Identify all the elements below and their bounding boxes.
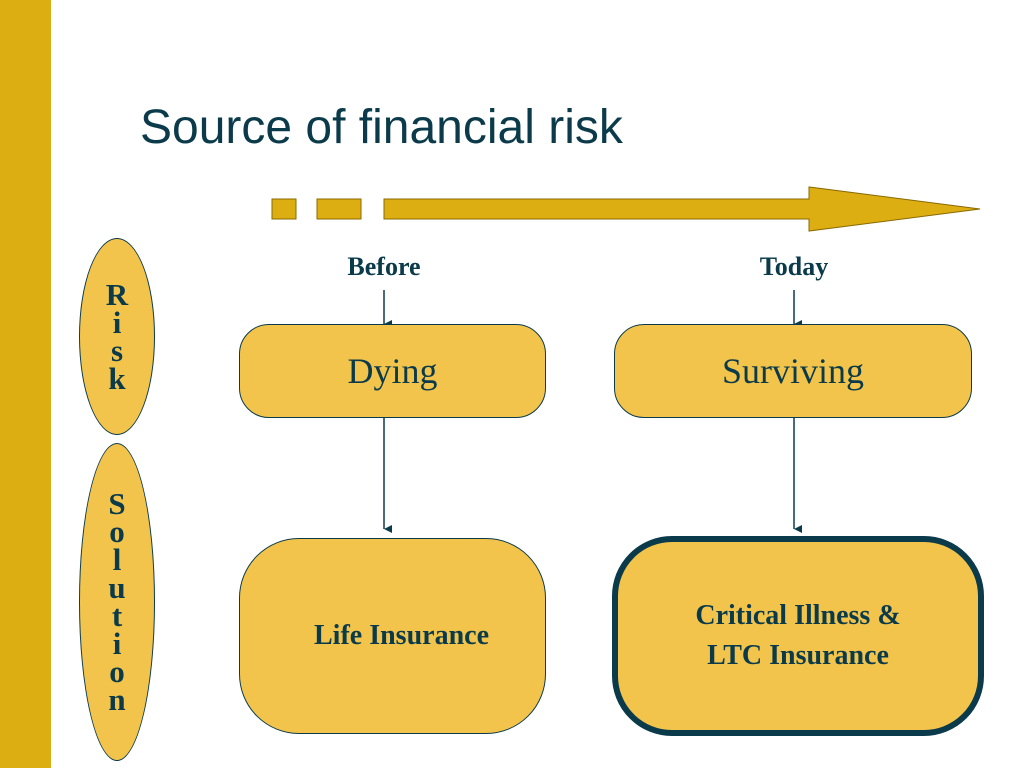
solution-letter: S xyxy=(108,486,126,521)
solution-box-label: Critical Illness & LTC Insurance xyxy=(695,600,901,671)
solution-letter: o xyxy=(109,514,125,549)
solution-letter: i xyxy=(112,626,122,661)
solution-box-life-insurance: Life Insurance xyxy=(239,538,546,734)
left-accent-bar xyxy=(0,0,51,768)
solution-letter: u xyxy=(108,570,126,605)
column-label-today: Today xyxy=(759,252,829,281)
solution-letter: n xyxy=(108,682,126,717)
solution-letter: l xyxy=(112,542,122,577)
timeline-dash-1 xyxy=(271,198,297,220)
risk-letter: s xyxy=(110,332,124,368)
slide-title: Source of financial risk xyxy=(140,101,623,154)
timeline-arrow-body xyxy=(383,186,981,232)
risk-box-surviving: Surviving xyxy=(614,324,972,418)
solution-box-label: Life Insurance xyxy=(314,620,489,651)
risk-box-dying: Dying xyxy=(239,324,546,418)
risk-letter: k xyxy=(108,360,126,396)
solution-letter: t xyxy=(111,598,123,633)
solution-oval: S o l u t i o n xyxy=(79,443,155,761)
risk-letter: i xyxy=(112,304,122,340)
solution-box-critical-illness: Critical Illness & LTC Insurance xyxy=(612,536,984,736)
column-label-before: Before xyxy=(347,252,421,281)
timeline-dash-2 xyxy=(316,198,362,220)
risk-oval: R i s k xyxy=(79,238,155,435)
risk-box-label: Dying xyxy=(347,351,438,391)
risk-box-label: Surviving xyxy=(721,351,864,391)
solution-letter: o xyxy=(109,654,125,689)
risk-letter: R xyxy=(105,276,129,312)
timeline-arrow xyxy=(271,186,981,232)
